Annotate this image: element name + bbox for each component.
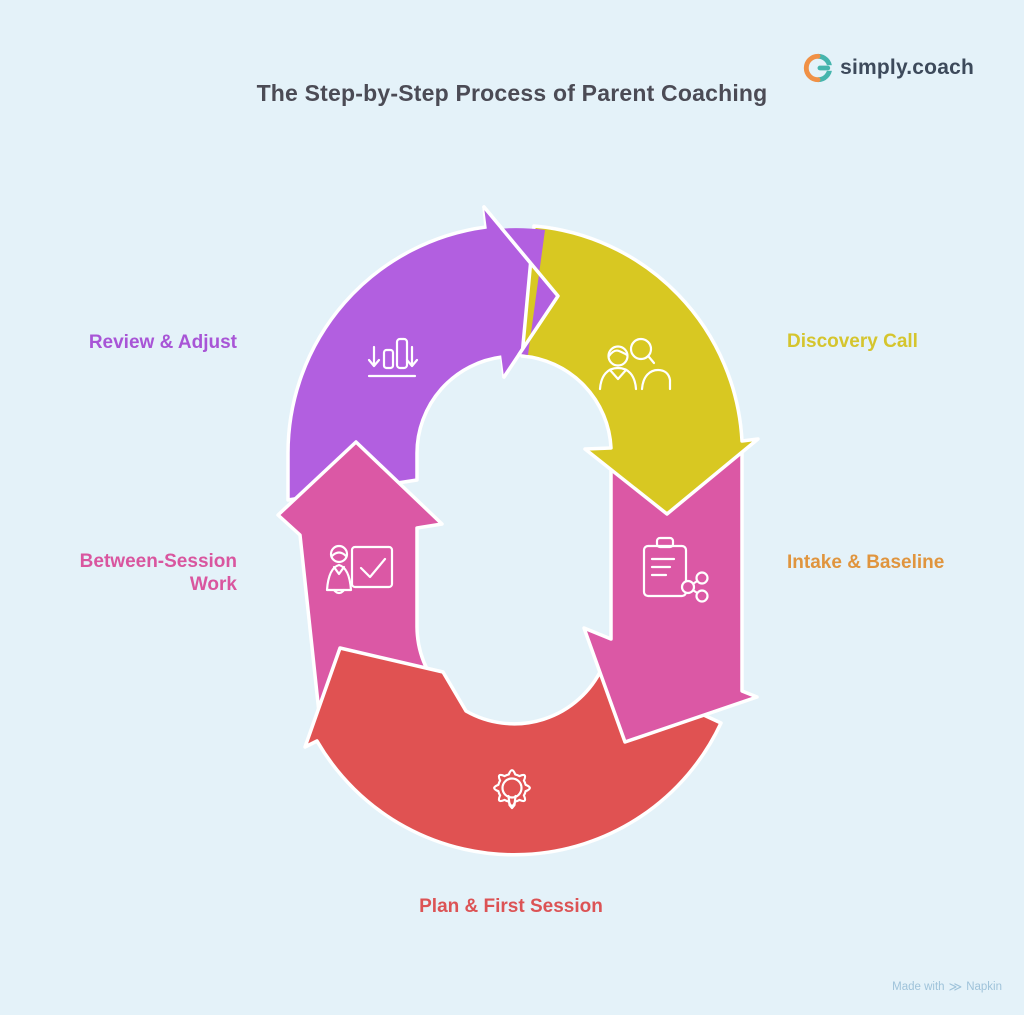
clipboard-share-icon bbox=[642, 536, 709, 603]
step-label-intake-baseline: Intake & Baseline bbox=[787, 552, 945, 573]
arrow-review-adjust-head bbox=[484, 207, 558, 377]
bar-chart-down-icon bbox=[367, 337, 419, 378]
arrow-discovery-call bbox=[520, 224, 760, 516]
step-label-review-adjust: Review & Adjust bbox=[88, 332, 237, 353]
people-icon bbox=[598, 337, 672, 391]
arrow-review-adjust bbox=[286, 205, 560, 502]
simply-coach-mark-icon bbox=[804, 53, 834, 83]
presenter-check-icon bbox=[325, 544, 394, 595]
step-label-between-session-work: Between-Session Work bbox=[79, 551, 237, 595]
brand-logo-text: simply.coach bbox=[840, 56, 974, 79]
attribution-prefix: Made with bbox=[892, 980, 945, 993]
attribution-brand: Napkin bbox=[966, 980, 1002, 993]
arrow-review-adjust-head-edge bbox=[482, 205, 560, 379]
step-label-plan-first-session: Plan & First Session bbox=[419, 896, 603, 917]
arrow-intake-baseline bbox=[582, 443, 759, 744]
napkin-attribution: Made with ≫ Napkin bbox=[892, 980, 1002, 993]
brand-logo: simply.coach bbox=[803, 53, 974, 83]
step-label-discovery-call: Discovery Call bbox=[787, 331, 918, 352]
gear-lightbulb-icon bbox=[493, 769, 531, 810]
napkin-logo-icon: ≫ bbox=[948, 979, 963, 994]
page-title: The Step-by-Step Process of Parent Coach… bbox=[256, 80, 768, 106]
